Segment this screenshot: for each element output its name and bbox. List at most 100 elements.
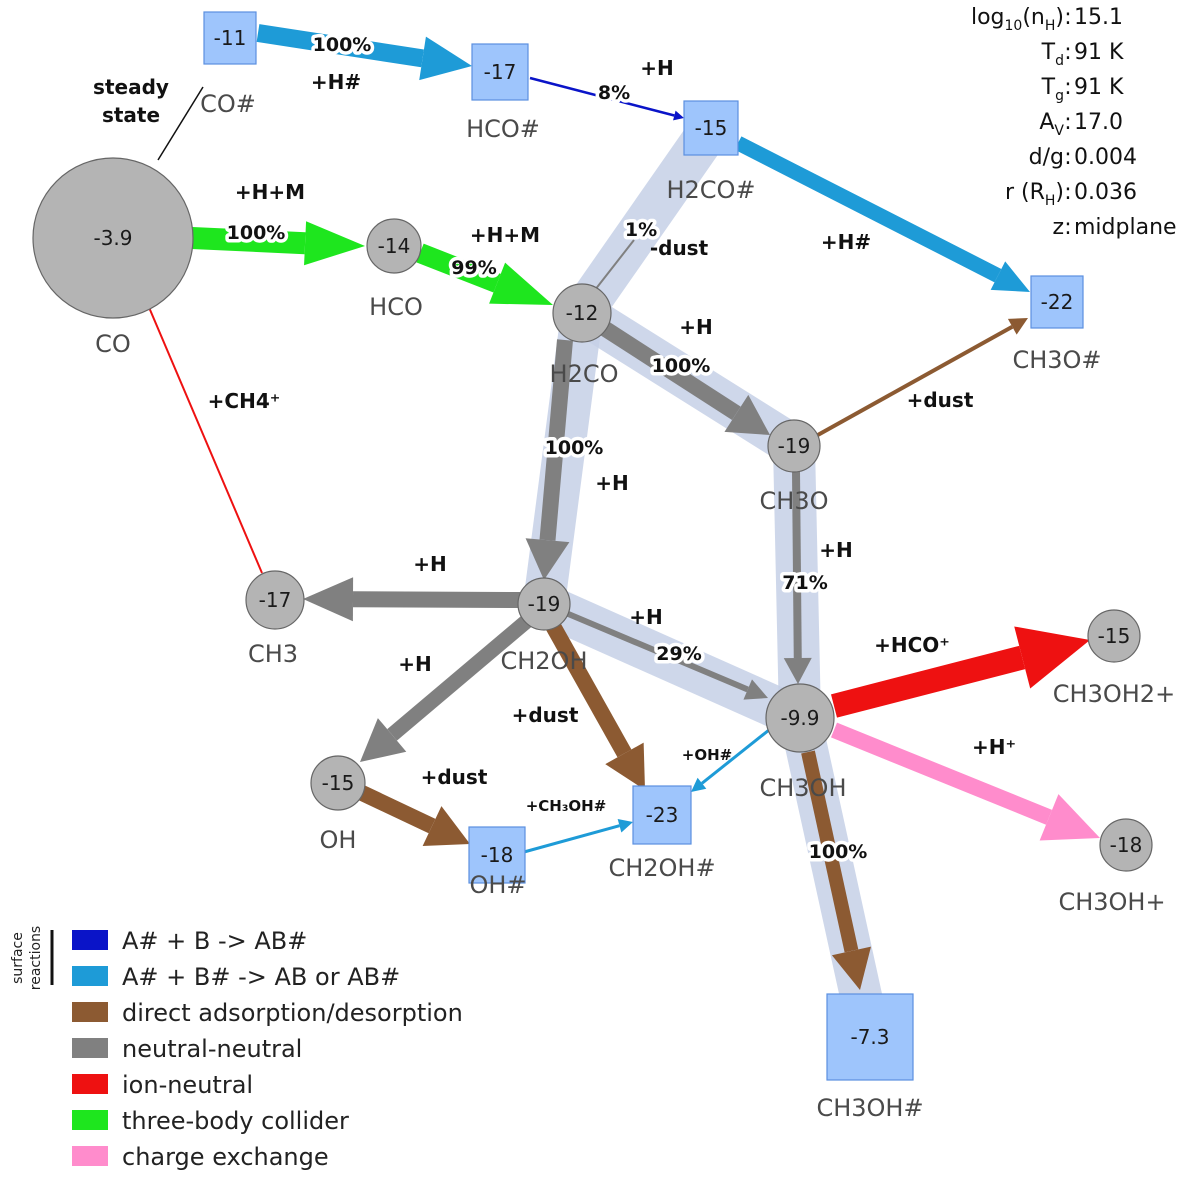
highlight-band [561,107,732,334]
legend-swatch-adsorption [72,1002,108,1022]
edge-label-oh_ice-ch2oh_ice: +CH₃OH# [526,797,607,815]
node-hco [366,218,422,274]
edge-ch3o-ch3oh [792,470,802,659]
legend-swatch-ion [72,1074,108,1094]
edge-label-ch3oh-ch2oh_ice: +OH# [682,746,732,764]
edge-co-ch3 [147,304,263,574]
legend-swatch-three_body [72,1110,108,1130]
node-co_ice [203,11,257,65]
node-value-oh: -15 [322,771,355,795]
edge-label-h2co-ch3o: +H [679,315,713,339]
param-colon-0: : [1064,5,1071,30]
edge-ch3oh-ch3oh_ice [801,750,859,953]
node-ch3oh_ice [826,993,914,1081]
node-value-hco_ice: -17 [484,60,517,84]
node-value-ch3ohp: -18 [1110,833,1143,857]
edge-ch3oh-ch2oh_ice [701,720,780,785]
param-value-0: 15.1 [1074,5,1123,30]
node-label-ch3oh: CH3OH [759,774,846,802]
arrowhead-ch3o-ch3o_ice [1007,318,1028,335]
param-label-2: Tg [1041,75,1064,104]
edge-co-co_ice [157,86,204,161]
param-colon-3: : [1064,110,1071,135]
arrowhead-ch3o-ch3oh [783,657,812,684]
param-label-5: r (RH) [1005,180,1064,209]
node-label-ch3oh2p: CH3OH2+ [1053,680,1175,708]
node-label-co: CO [95,330,131,358]
node-ch3 [245,570,305,630]
param-label-6: z [1052,215,1064,240]
edge-label-co-ch3: +CH4⁺ [208,389,281,413]
arrowhead-h2co-ch2oh [525,538,570,580]
arrowhead-co_ice-hco_ice [419,36,472,81]
edge-co_ice-hco_ice [256,24,424,68]
param-colon-1: : [1064,40,1071,65]
param-value-5: 0.036 [1074,180,1137,205]
legend-group-label-line1: surface [10,932,26,984]
node-value-ch3oh: -9.9 [780,706,819,730]
node-ch3oh [765,683,835,753]
arrowhead-ch3oh-ch2oh_ice [691,777,707,792]
node-label-ch3ohp: CH3OH+ [1058,888,1165,916]
arrowhead-ch2oh-ch2oh_ice [605,742,645,790]
edge-percent-ch3oh-ch3oh_ice: 100% [809,841,868,863]
node-value-ch2oh: -19 [528,592,561,616]
node-ch2oh_ice [632,785,692,845]
node-label-ch2oh: CH2OH [500,647,587,675]
edge-co-hco [191,227,306,255]
edge-h2co-ch3o [599,321,741,421]
edge-hco_ice-h2co_ice [529,76,675,117]
edge-label-co-co_ice-line1: steady [93,75,169,99]
param-value-2: 91 K [1074,75,1124,100]
node-value-ch2oh_ice: -23 [646,803,679,827]
edge-ch2oh-oh [387,614,533,741]
edge-percent-h2co-ch3o: 100% [652,355,711,377]
legend-label-adsorption: direct adsorption/desorption [122,999,463,1027]
node-value-ch3o: -19 [778,434,811,458]
edge-label-ch3o-ch3oh: +H [819,538,853,562]
edge-label-ch2oh-oh: +H [398,652,432,676]
node-value-h2co_ice: -15 [695,116,728,140]
node-label-ch2oh_ice: CH2OH# [608,854,715,882]
edge-label-oh-oh_ice: +dust [421,765,488,789]
node-ch3ohp [1099,818,1153,872]
edge-label-co-hco: +H+M [235,180,305,204]
arrowhead-hco_ice-h2co_ice [673,110,684,121]
node-label-ch3oh_ice: CH3OH# [816,1094,923,1122]
reaction-labels: steadystate+H#100%+H8%+H#-dust1%+H+M100%… [93,31,1016,867]
param-colon-2: : [1064,75,1071,100]
node-oh_ice [468,826,526,884]
node-label-h2co: H2CO [550,360,619,388]
node-value-co: -3.9 [93,226,132,250]
param-colon-6: : [1064,215,1071,240]
legend-label-three_body: three-body collider [122,1107,349,1135]
arrowhead-h2co-ch3o [724,394,770,435]
legend-swatch-neutral [72,1038,108,1058]
species-nodes: -3.9CO-11CO#-17HCO#-15H2CO#-22CH3O#-14HC… [32,11,1175,1122]
arrowhead-ch2oh-ch3oh [743,679,768,700]
node-value-ch3oh_ice: -7.3 [850,1025,889,1049]
edge-label-hco_ice-h2co_ice: +H [640,56,674,80]
legend-label-ion: ion-neutral [122,1071,253,1099]
legend-label-neutral: neutral-neutral [122,1035,302,1063]
param-label-3: AV [1039,110,1064,139]
node-label-h2co_ice: H2CO# [666,176,755,204]
edge-label-ch2oh-ch3: +H [413,552,447,576]
param-label-4: d/g [1029,145,1064,170]
node-label-ch3o_ice: CH3O# [1012,346,1101,374]
edge-label-ch3oh-ch3oh2p: +HCO⁺ [874,633,950,657]
node-hco_ice [471,43,529,101]
edge-percent-ch3o-ch3oh: 71% [782,572,827,594]
node-ch3o [767,419,821,473]
edge-hco-h2co [416,243,501,293]
node-ch2oh [517,577,571,631]
edge-oh_ice-ch2oh_ice [523,824,620,854]
edge-percent-co_ice-hco_ice: 100% [313,34,372,56]
node-label-co_ice: CO# [200,90,256,118]
legend-swatch-charge [72,1146,108,1166]
edge-percent-co-hco: 100% [227,222,286,244]
param-value-1: 91 K [1074,40,1124,65]
param-value-6: midplane [1074,215,1177,240]
legend-label-surface_a_b: A# + B -> AB# [122,927,307,955]
